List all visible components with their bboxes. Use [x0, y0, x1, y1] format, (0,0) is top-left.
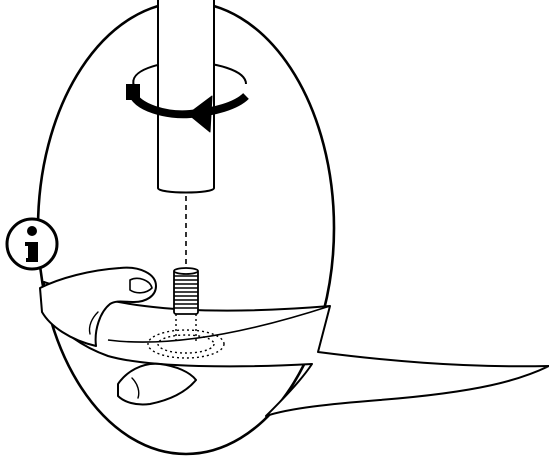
washer-ellipse	[147, 329, 225, 359]
info-icon	[5, 217, 59, 271]
threaded-stud	[173, 267, 199, 315]
pole	[157, 0, 215, 194]
hand	[39, 266, 197, 406]
stud-seat-outline	[175, 314, 197, 344]
rotation-arrow-icon	[126, 58, 249, 133]
washer-ellipse-inner	[157, 334, 215, 354]
